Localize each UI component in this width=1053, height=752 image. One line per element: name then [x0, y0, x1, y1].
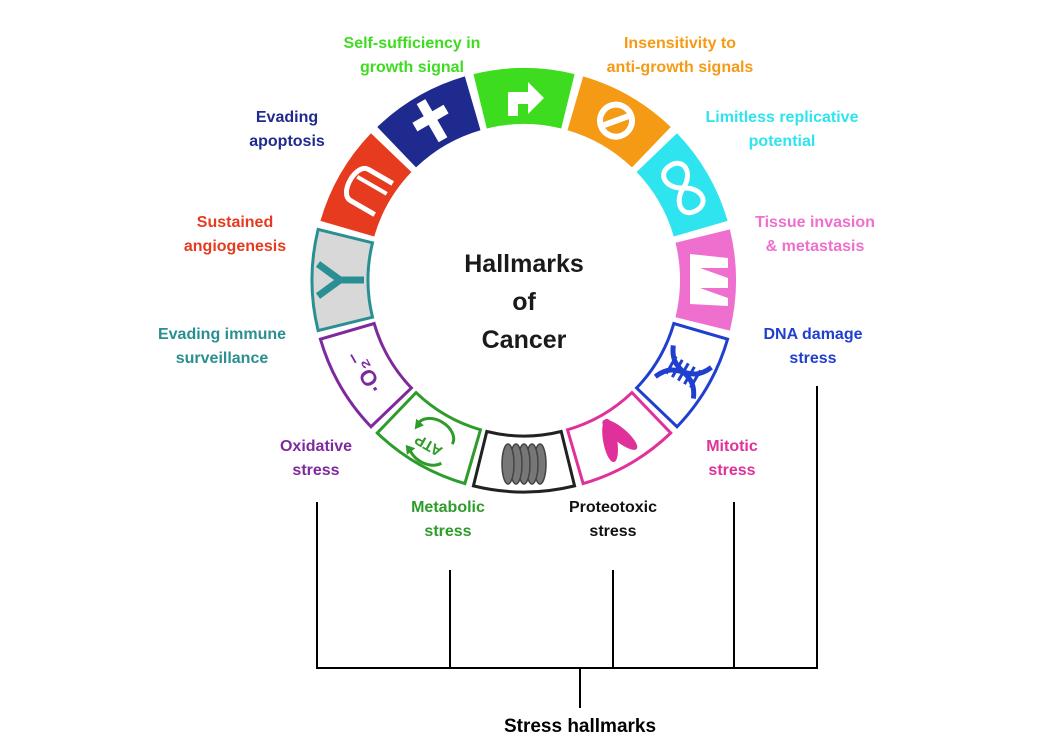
- label-invasion-line1: Tissue invasion: [755, 214, 875, 231]
- label-angiogenesis-line2: angiogenesis: [183, 238, 287, 255]
- label-self-sufficiency-line1: Self-sufficiency in: [343, 35, 481, 52]
- label-apoptosis-line1: Evading: [255, 109, 319, 126]
- label-metabolic-line2: stress: [424, 523, 472, 540]
- dna-icon: [653, 345, 713, 399]
- label-dna-damage-line1: DNA damage: [763, 326, 863, 343]
- bracket-mitotic-line: [733, 502, 735, 669]
- label-limitless-line2: potential: [748, 133, 816, 150]
- label-angiogenesis: Sustained angiogenesis: [170, 211, 300, 259]
- label-metabolic: Metabolic stress: [388, 496, 508, 544]
- label-angiogenesis-line1: Sustained: [196, 214, 274, 231]
- segment-metabolic: [375, 390, 483, 486]
- label-invasion-line2: & metastasis: [765, 238, 865, 255]
- stress-hallmarks-label: Stress hallmarks: [503, 716, 657, 737]
- label-limitless: Limitless replicative potential: [682, 106, 882, 154]
- bracket-stem: [579, 667, 581, 708]
- wheel-icons: ATP·O₂⁻: [315, 82, 728, 485]
- label-limitless-line1: Limitless replicative: [705, 109, 859, 126]
- label-mitotic-line2: stress: [708, 462, 756, 479]
- infinity-icon: [661, 161, 706, 215]
- null-sign-icon: [597, 101, 635, 140]
- label-dna-damage-line2: stress: [789, 350, 837, 367]
- bracket-proteotoxic-line: [612, 570, 614, 669]
- label-oxidative-line1: Oxidative: [279, 438, 353, 455]
- protein-aggregate-icon: [501, 443, 547, 485]
- label-immune-line2: surveillance: [175, 350, 269, 367]
- bracket-metabolic-line: [449, 570, 451, 669]
- label-invasion: Tissue invasion & metastasis: [740, 211, 890, 259]
- center-title: Hallmarks of Cancer: [429, 245, 619, 359]
- label-apoptosis-line2: apoptosis: [249, 133, 325, 150]
- segment-angiogenesis: [320, 133, 412, 237]
- bracket-oxidative-line: [316, 502, 318, 669]
- segment-oxidative: [318, 321, 414, 429]
- label-immune: Evading immune surveillance: [137, 323, 307, 371]
- segment-limitless: [636, 133, 728, 237]
- label-insensitivity-line2: anti-growth signals: [606, 59, 754, 76]
- bracket-dna-line: [816, 386, 818, 669]
- label-mitotic-line1: Mitotic: [706, 438, 758, 455]
- antibody-icon: [315, 261, 364, 299]
- bracket-horizontal: [316, 667, 818, 669]
- label-insensitivity-line1: Insensitivity to: [623, 35, 737, 52]
- arrow-icon: [508, 82, 544, 116]
- label-proteotoxic-line1: Proteotoxic: [568, 499, 657, 516]
- label-proteotoxic-line2: stress: [589, 523, 637, 540]
- label-proteotoxic: Proteotoxic stress: [548, 496, 678, 544]
- label-self-sufficiency-line2: growth signal: [360, 59, 464, 76]
- center-title-line3: Cancer: [481, 326, 567, 354]
- label-metabolic-line1: Metabolic: [411, 499, 485, 516]
- center-title-line1: Hallmarks: [464, 250, 584, 278]
- center-title-line2: of: [512, 288, 536, 316]
- label-immune-line1: Evading immune: [157, 326, 287, 343]
- label-insensitivity: Insensitivity to anti-growth signals: [580, 32, 780, 80]
- label-apoptosis: Evading apoptosis: [232, 106, 342, 154]
- chromosome-icon: [602, 418, 638, 463]
- cross-icon: [412, 99, 449, 143]
- label-oxidative: Oxidative stress: [256, 435, 376, 483]
- vessel-icon: [343, 166, 394, 217]
- label-self-sufficiency: Self-sufficiency in growth signal: [322, 32, 502, 80]
- label-mitotic: Mitotic stress: [682, 435, 782, 483]
- label-dna-damage: DNA damage stress: [748, 323, 878, 371]
- label-oxidative-line2: stress: [292, 462, 340, 479]
- invasion-icon: [690, 254, 728, 306]
